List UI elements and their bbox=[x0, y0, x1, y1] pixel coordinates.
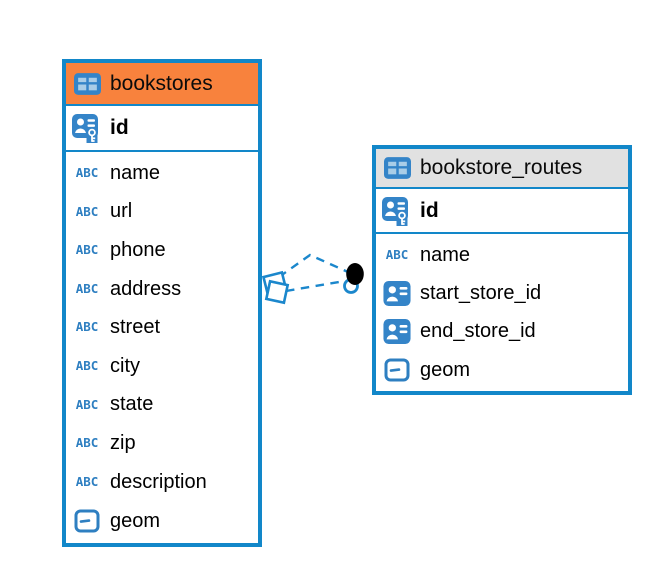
column-list-routes: ABC name start_store_id bbox=[376, 234, 628, 391]
abc-text-type-icon: ABC bbox=[75, 165, 99, 181]
geometry-box-icon bbox=[382, 358, 412, 382]
pk-row-routes-id[interactable]: id bbox=[376, 189, 628, 234]
pk-column-label: id bbox=[110, 116, 129, 139]
abc-text-type-icon: ABC bbox=[75, 319, 99, 335]
column-row-geom[interactable]: geom bbox=[376, 351, 628, 389]
column-row-name[interactable]: ABC name bbox=[66, 154, 258, 193]
column-row-phone[interactable]: ABC phone bbox=[66, 231, 258, 270]
column-row-address[interactable]: ABC address bbox=[66, 269, 258, 309]
geometry-box-icon bbox=[72, 509, 102, 533]
column-row-start-store-id[interactable]: start_store_id bbox=[376, 274, 628, 313]
column-list-bookstores: ABC name ABC url ABC phone ABC address A… bbox=[66, 152, 258, 543]
relationship-line-2[interactable] bbox=[285, 279, 346, 293]
column-row-end-store-id[interactable]: end_store_id bbox=[376, 312, 628, 351]
person-key-icon bbox=[382, 196, 412, 226]
abc-text-type-icon: ABC bbox=[75, 435, 99, 451]
abc-text-type-icon: ABC bbox=[75, 396, 99, 412]
abc-text-type-icon: ABC bbox=[75, 473, 99, 489]
column-row-city[interactable]: ABC city bbox=[66, 346, 258, 386]
abc-text-type-icon: ABC bbox=[75, 280, 99, 296]
table-title: bookstores bbox=[110, 71, 213, 95]
relationship-target-marker-dot bbox=[343, 263, 364, 294]
table-grid-icon bbox=[382, 157, 412, 179]
person-key-icon bbox=[72, 113, 102, 143]
person-card-icon bbox=[382, 280, 412, 306]
abc-text-type-icon: ABC bbox=[75, 242, 99, 258]
column-row-zip[interactable]: ABC zip bbox=[66, 424, 258, 463]
table-grid-icon bbox=[72, 72, 102, 95]
table-bookstore-routes[interactable]: bookstore_routes id bbox=[372, 145, 632, 395]
person-card-icon bbox=[382, 319, 412, 345]
table-bookstores[interactable]: bookstores id A bbox=[62, 59, 262, 547]
column-row-description[interactable]: ABC description bbox=[66, 462, 258, 502]
abc-text-type-icon: ABC bbox=[385, 246, 409, 262]
abc-text-type-icon: ABC bbox=[75, 358, 99, 374]
table-bookstore-routes-header[interactable]: bookstore_routes bbox=[376, 149, 628, 189]
relationship-source-marker-diamond bbox=[261, 270, 290, 305]
column-row-state[interactable]: ABC state bbox=[66, 385, 258, 425]
abc-text-type-icon: ABC bbox=[75, 203, 99, 219]
column-row-geom[interactable]: geom bbox=[66, 501, 258, 541]
table-title: bookstore_routes bbox=[420, 156, 583, 179]
column-row-name[interactable]: ABC name bbox=[376, 236, 628, 274]
pk-row-bookstores-id[interactable]: id bbox=[66, 106, 258, 152]
relationship-line-1[interactable] bbox=[278, 253, 349, 278]
column-row-url[interactable]: ABC url bbox=[66, 192, 258, 232]
column-row-street[interactable]: ABC street bbox=[66, 308, 258, 347]
table-bookstores-header[interactable]: bookstores bbox=[66, 63, 258, 106]
pk-column-label: id bbox=[420, 198, 439, 222]
